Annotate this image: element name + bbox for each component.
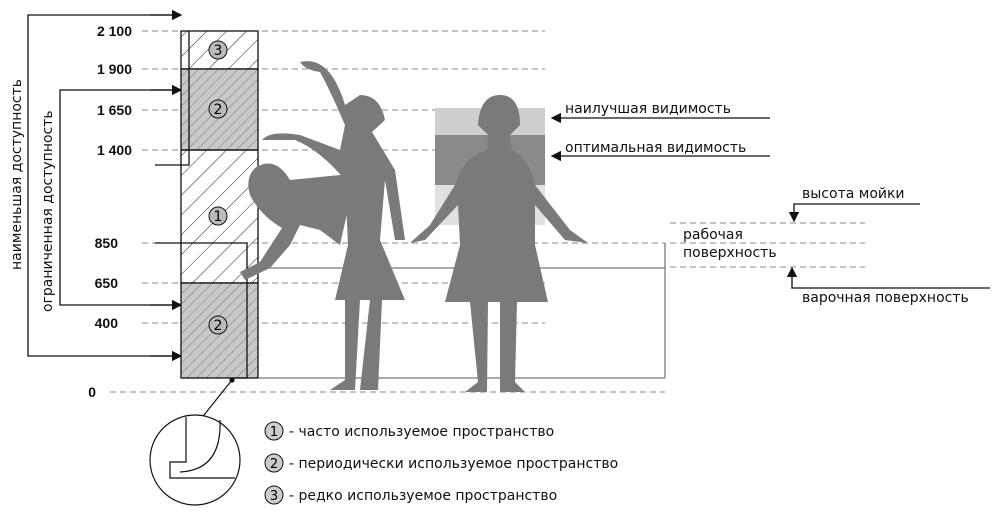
svg-text:- периодически используемое пр: - периодически используемое пространство	[289, 456, 618, 472]
level-400: 400	[95, 315, 119, 331]
zones	[155, 30, 259, 379]
level-650: 650	[95, 275, 119, 291]
zone-number: 1	[214, 209, 223, 225]
woman-standing-figure	[410, 95, 588, 392]
level-850: 850	[95, 235, 119, 251]
legend-item: 3 - редко используемое пространство	[264, 485, 557, 505]
work-surface-label-1: рабочая	[683, 227, 743, 243]
least-accessibility-label: наименьшая доступность	[9, 79, 25, 270]
zone-numbers: 3 2 1 2	[208, 40, 228, 335]
level-1400: 1 400	[97, 142, 132, 158]
best-visibility-label: наилучшая видимость	[565, 101, 731, 117]
level-2100: 2 100	[97, 23, 132, 39]
plinth-detail	[149, 377, 241, 506]
optimal-visibility-label: оптимальная видимость	[565, 140, 746, 156]
svg-text:3: 3	[270, 489, 278, 504]
zone-number: 2	[214, 318, 223, 334]
woman-bending-figure	[240, 163, 352, 280]
sink-height-label: высота мойки	[802, 186, 905, 202]
level-0: 0	[88, 384, 96, 400]
legend-item: 1 - часто используемое пространство	[264, 421, 554, 441]
level-1900: 1 900	[97, 61, 132, 77]
right-annotations	[550, 112, 990, 289]
level-labels: 2 100 1 900 1 650 1 400 850 650 400 0	[88, 23, 132, 400]
woman-reaching-figure	[262, 61, 405, 390]
limited-accessibility-label: ограниченная доступность	[40, 110, 56, 312]
zone-number: 3	[214, 43, 223, 59]
legend-item: 2 - периодически используемое пространст…	[264, 453, 618, 473]
legend: 1 - часто используемое пространство 2 - …	[264, 421, 618, 505]
svg-text:- редко используемое пространс: - редко используемое пространство	[289, 488, 557, 504]
svg-text:- часто используемое пространс: - часто используемое пространство	[289, 424, 554, 440]
svg-text:2: 2	[270, 457, 278, 472]
zone-number: 2	[214, 102, 223, 118]
level-1650: 1 650	[97, 102, 132, 118]
cooking-surface-label: варочная поверхность	[802, 290, 969, 306]
svg-text:1: 1	[270, 425, 278, 440]
work-surface-label-2: поверхность	[683, 245, 777, 261]
accessibility-brackets	[27, 9, 183, 362]
